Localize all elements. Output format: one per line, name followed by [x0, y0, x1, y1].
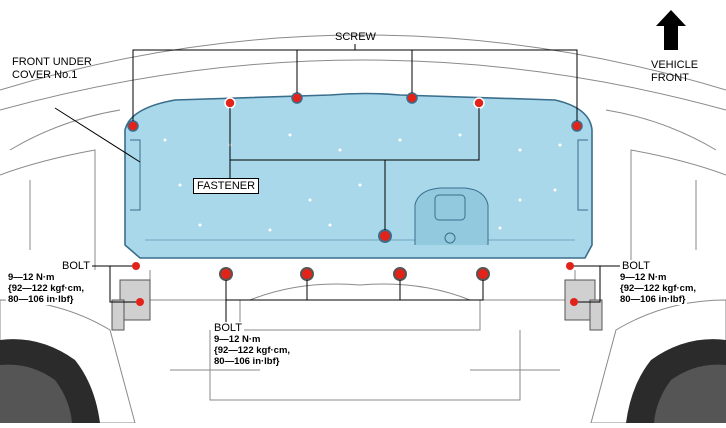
- torque-spec-left-line2: {92—122 kgf·cm,: [6, 283, 87, 294]
- bolt-marker: [476, 267, 490, 281]
- bolt-marker: [570, 298, 578, 306]
- screw-marker: [127, 120, 139, 132]
- bolt-label-bottom: BOLT: [212, 322, 244, 334]
- bolt-marker: [136, 298, 144, 306]
- left-wheel: [0, 299, 136, 424]
- arrow-up-icon: [656, 10, 686, 50]
- leader-lines: [54, 44, 620, 322]
- torque-spec-bottom-line2: {92—122 kgf·cm,: [212, 345, 293, 356]
- fastener-leader: [229, 108, 480, 161]
- torque-spec-left-line3: 80—106 in·lbf}: [6, 294, 76, 305]
- cover-leader: [54, 107, 141, 163]
- screw-label: SCREW: [335, 31, 376, 43]
- vehicle-body-outline: [0, 34, 726, 401]
- torque-spec-right-line3: 80—106 in·lbf}: [618, 294, 688, 305]
- front-under-cover-label-line2: COVER No.1: [12, 69, 78, 81]
- screw-marker: [291, 92, 303, 104]
- right-bracket: [564, 279, 603, 331]
- bolt-leader: [578, 266, 601, 303]
- bolt-marker: [393, 267, 407, 281]
- vehicle-front-label-line1: VEHICLE: [651, 59, 699, 71]
- fastener-marker: [378, 229, 392, 243]
- torque-spec-bottom-line1: 9—12 N·m: [212, 334, 263, 345]
- front-under-cover-label-line1: FRONT UNDER: [12, 56, 92, 68]
- torque-spec-bottom-line3: 80—106 in·lbf}: [212, 356, 282, 367]
- left-bracket: [111, 279, 151, 331]
- bolt-leader: [109, 266, 136, 303]
- bolt-marker: [219, 267, 233, 281]
- fastener-marker: [473, 97, 485, 109]
- fastener-label: FASTENER: [193, 178, 260, 194]
- vehicle-front-label-line2: FRONT: [651, 72, 689, 84]
- torque-spec-right-line2: {92—122 kgf·cm,: [618, 283, 699, 294]
- bolt-markers: [132, 262, 578, 306]
- right-wheel: [590, 299, 726, 424]
- bolt-leader: [225, 280, 484, 301]
- bolt-marker: [132, 262, 140, 270]
- front-under-cover: [124, 92, 593, 259]
- bolt-label-right: BOLT: [620, 260, 652, 272]
- fastener-marker: [224, 97, 236, 109]
- torque-spec-right-line1: 9—12 N·m: [618, 272, 669, 283]
- bolt-marker: [566, 262, 574, 270]
- screw-marker: [406, 92, 418, 104]
- bolt-marker: [300, 267, 314, 281]
- torque-spec-left-line1: 9—12 N·m: [6, 272, 57, 283]
- screw-marker: [571, 120, 583, 132]
- bolt-label-left: BOLT: [60, 260, 92, 272]
